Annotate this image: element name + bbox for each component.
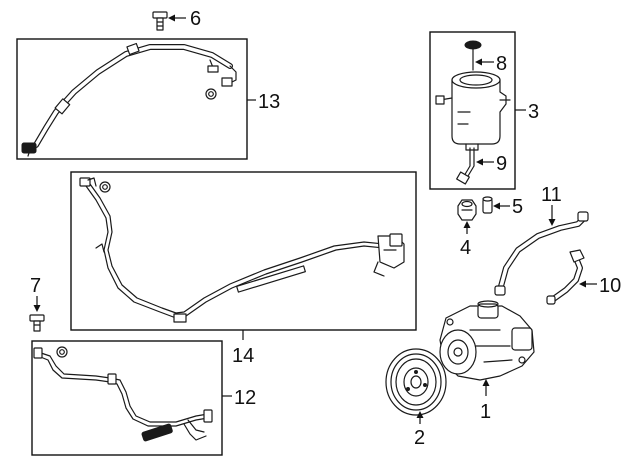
leader-4 [463,221,471,234]
callout-4: 4 [460,237,471,259]
bolt-part-6 [152,11,168,31]
leader-8 [475,58,494,66]
pump-part-1 [439,300,535,381]
leader-9 [476,158,494,166]
hose-assembly-part-14 [79,177,405,323]
leader-10 [579,280,597,288]
leader-5 [493,202,510,210]
pressure-hose-part-13 [21,42,237,157]
leader-2 [416,411,424,424]
bolt-part-7 [29,314,45,332]
reservoir-part-3 [435,71,511,151]
sleeve-part-5 [482,196,493,214]
callout-9: 9 [496,153,507,175]
pulley-part-2 [385,348,447,416]
leader-11 [548,205,556,226]
callout-11: 11 [541,184,562,206]
hose-part-10 [546,249,585,305]
reservoir-cap-part-8 [464,40,482,71]
return-hose-part-9 [456,147,475,185]
leader-6 [168,14,186,22]
callout-13: 13 [258,91,280,113]
group-box-14 [70,171,417,331]
callout-5: 5 [512,196,523,218]
hose-part-11 [494,211,589,296]
group-box-13 [16,38,248,160]
callout-12: 12 [234,387,256,409]
leader-7 [33,296,41,312]
group-box-12 [31,340,223,456]
callout-1: 1 [480,401,491,423]
line-part-12 [33,346,213,442]
callout-2: 2 [414,427,425,449]
callout-8: 8 [496,53,507,75]
callout-6: 6 [190,8,201,30]
callout-7: 7 [30,275,41,297]
mount-part-4 [457,199,477,221]
leader-1 [482,379,490,396]
callout-3: 3 [528,101,539,123]
callout-10: 10 [599,275,621,297]
callout-14: 14 [232,345,254,367]
